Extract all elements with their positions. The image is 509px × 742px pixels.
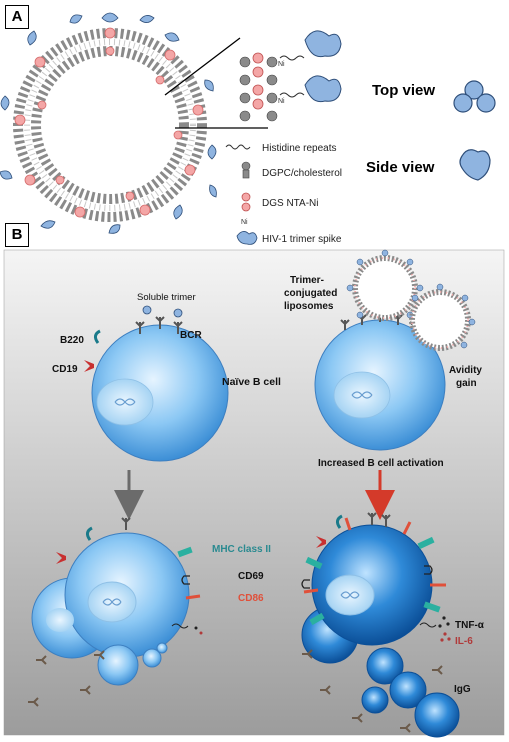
b220-label: B220 (60, 335, 84, 346)
liposome-trimer-spikes (0, 12, 217, 234)
panel-a-label: A (5, 5, 29, 29)
cd69-label: CD69 (238, 571, 264, 582)
naive-b-cell-label: Naïve B cell (222, 376, 281, 388)
legend-dgpc-label: DGPC/cholesterol (262, 168, 342, 179)
zoom-trimers (304, 30, 342, 103)
histidine-squiggle-icon (225, 144, 251, 150)
bcr-receptor-2 (155, 316, 165, 329)
cd86-label: CD86 (238, 593, 264, 604)
igg-label: IgG (454, 684, 471, 695)
bcr-receptor-1 (135, 321, 145, 334)
bcr-label: BCR (180, 330, 202, 341)
trimer-conjugated-label-1: Trimer- (290, 275, 324, 286)
legend-trimer-label: HIV-1 trimer spike (262, 234, 342, 245)
liposome-diagram (0, 12, 268, 234)
cd19-label: CD19 (52, 364, 78, 375)
il6-label: IL-6 (455, 636, 473, 647)
trimer-spike-icon (236, 231, 258, 245)
ni-label-2: Ni (278, 98, 285, 105)
dgs-nta-ni-lipid-icon (241, 192, 251, 212)
zoom-bilayer: Ni Ni (239, 30, 342, 122)
top-view-trimer-icon (453, 80, 496, 113)
top-view-label: Top view (372, 82, 435, 99)
trimer-liposome-2 (409, 283, 476, 351)
side-view-trimer-icon (459, 149, 491, 181)
trimer-conjugated-label-2: conjugated (284, 288, 337, 299)
legend-histidine-label: Histidine repeats (262, 143, 336, 154)
soluble-trimer-label: Soluble trimer (137, 292, 196, 303)
mhc-class-ii-label: MHC class II (212, 544, 271, 555)
avidity-label-1: Avidity (449, 365, 482, 376)
legend-ni-label: Ni (241, 219, 248, 226)
soluble-trimer-icon-2 (173, 308, 183, 318)
avidity-label-2: gain (456, 378, 477, 389)
naive-b-cell-right (314, 311, 446, 451)
trimer-liposome-1 (346, 249, 424, 321)
naive-b-cell-left (84, 305, 229, 462)
tnf-label: TNF-α (455, 620, 485, 631)
activated-cells-right (301, 512, 460, 738)
dgpc-lipid-icon (241, 161, 251, 179)
side-view-label: Side view (366, 159, 435, 176)
panel-b-label: B (5, 223, 29, 247)
legend: Histidine repeats DGPC/cholesterol DGS N… (225, 143, 342, 245)
trimer-conjugated-label-3: liposomes (284, 301, 334, 312)
legend-dgs-label: DGS NTA-Ni (262, 198, 318, 209)
b220-receptor (93, 329, 101, 344)
cd19-receptor (84, 360, 94, 372)
bcr-receptor-3 (173, 321, 183, 334)
soluble-trimer-icon-1 (142, 305, 152, 315)
ni-label-1: Ni (278, 61, 285, 68)
activated-cells-left (28, 517, 203, 707)
increased-activation-label: Increased B cell activation (318, 458, 444, 469)
